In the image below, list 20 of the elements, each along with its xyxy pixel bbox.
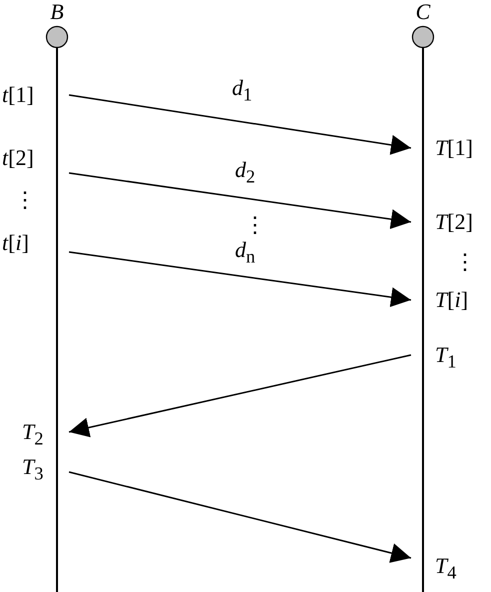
participant-name: C [414, 0, 432, 24]
message-arrow [68, 251, 412, 308]
time-label: t[i] [2, 231, 29, 255]
message-arrow [68, 172, 412, 230]
time-label: T$_{1}$ [435, 343, 456, 374]
time-label: T[2] [435, 210, 473, 234]
time-label: T$_{2}$ [22, 420, 44, 450]
time-label: T$_{3}$ [22, 455, 44, 486]
vertical-ellipsis: ⋮ [244, 213, 266, 237]
message-arrow [68, 471, 412, 563]
time-label: T[i] [435, 288, 468, 312]
message-arrow [68, 94, 412, 155]
vertical-ellipsis: ⋮ [454, 250, 476, 274]
participant-name: B [49, 0, 65, 24]
vertical-ellipsis: ⋮ [14, 188, 36, 212]
time-label: T[1] [435, 136, 473, 160]
time-label: T$_{4}$ [435, 554, 456, 584]
time-label: t[1] [2, 83, 34, 107]
message-arrow [68, 354, 412, 438]
time-label: t[2] [2, 146, 34, 170]
